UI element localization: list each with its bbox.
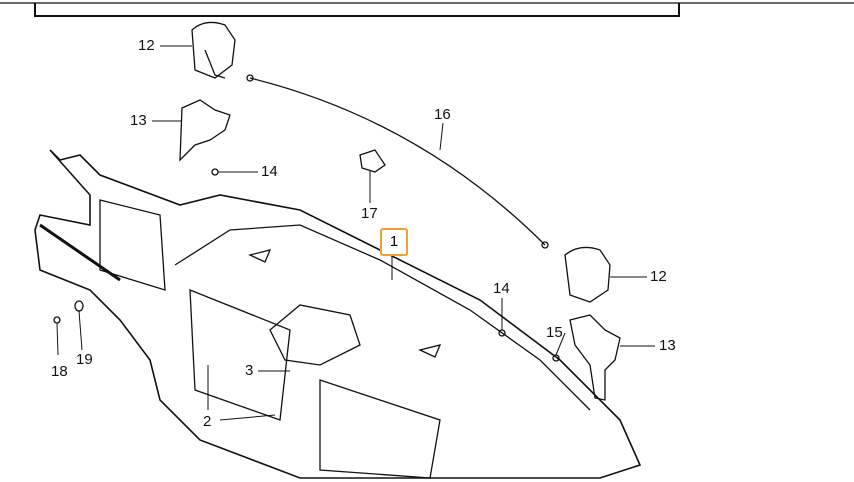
callout-16[interactable]: 16 [434,106,451,123]
callout-17[interactable]: 17 [361,205,378,222]
leader-lines [56,45,655,421]
bolt-part-14-top[interactable] [211,168,219,176]
callout-13-top[interactable]: 13 [130,112,147,129]
callout-1-highlighted[interactable]: 1 [380,228,408,256]
cable-end-icon [246,74,254,82]
cable-end-icon [541,241,549,249]
callout-18[interactable]: 18 [51,363,68,380]
callout-14-top[interactable]: 14 [261,163,278,180]
lock-part-12-right[interactable] [564,246,611,303]
cable-part-16[interactable] [249,77,546,246]
panel-tabs [248,249,442,358]
panel-openings [99,199,441,479]
callout-2[interactable]: 2 [203,413,212,430]
callout-12-right[interactable]: 12 [650,268,667,285]
clip-part-17[interactable] [359,149,386,173]
header-box [34,3,680,17]
panel-edge [39,223,121,282]
callout-12-top[interactable]: 12 [138,37,155,54]
callout-14-right[interactable]: 14 [493,280,510,297]
bracket-part-13-top[interactable] [179,99,231,162]
lock-part-12-top[interactable] [191,21,236,79]
panel-handle-recess [269,304,361,366]
callout-15[interactable]: 15 [546,324,563,341]
callout-13-right[interactable]: 13 [659,337,676,354]
washer-part-19[interactable] [74,300,84,312]
callout-3[interactable]: 3 [245,362,254,379]
front-panel-part-1[interactable] [34,149,642,479]
bracket-part-13-right[interactable] [569,314,621,401]
panel-ridge [174,224,591,411]
bolt-part-18[interactable] [53,316,61,324]
callout-19[interactable]: 19 [76,351,93,368]
